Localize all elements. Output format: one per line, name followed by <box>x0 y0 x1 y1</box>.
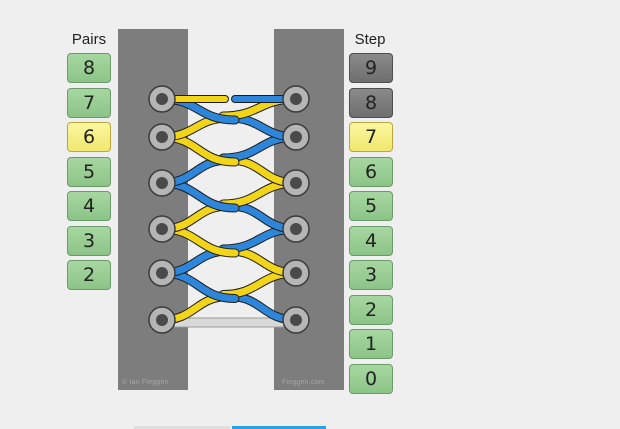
step-button-4[interactable]: 4 <box>349 225 393 256</box>
right-eyelet-hole-3 <box>290 223 302 235</box>
right-eyelet-strip <box>274 29 344 390</box>
pairs-button-2[interactable]: 2 <box>67 260 111 290</box>
left-copyright: © Ian Fieggen <box>122 379 169 386</box>
step-button-9[interactable]: 9 <box>349 53 393 83</box>
right-eyelet-hole-2 <box>290 177 302 189</box>
step-button-5[interactable]: 5 <box>349 191 393 221</box>
right-eyelet-hole-0 <box>290 93 302 105</box>
bottom-tab-left[interactable] <box>134 426 230 429</box>
step-button-8[interactable]: 8 <box>349 87 393 118</box>
left-eyelet-hole-3 <box>156 223 168 235</box>
step-button-1[interactable]: 1 <box>349 329 393 359</box>
left-eyelet-hole-2 <box>156 177 168 189</box>
right-eyelet-hole-1 <box>290 131 302 143</box>
pairs-button-3[interactable]: 3 <box>67 225 111 256</box>
step-button-7[interactable]: 7 <box>349 122 393 152</box>
step-button-6[interactable]: 6 <box>349 156 393 187</box>
step-button-2[interactable]: 2 <box>349 294 393 325</box>
left-eyelet-hole-0 <box>156 93 168 105</box>
pairs-button-6[interactable]: 6 <box>67 122 111 152</box>
left-eyelet-hole-5 <box>156 314 168 326</box>
step-button-0[interactable]: 0 <box>349 363 393 394</box>
pairs-button-4[interactable]: 4 <box>67 191 111 221</box>
left-eyelet-hole-1 <box>156 131 168 143</box>
right-eyelet-hole-4 <box>290 267 302 279</box>
pairs-button-8[interactable]: 8 <box>67 53 111 83</box>
step-title: Step <box>354 31 386 48</box>
pairs-button-7[interactable]: 7 <box>67 87 111 118</box>
step-button-3[interactable]: 3 <box>349 260 393 290</box>
left-eyelet-hole-4 <box>156 267 168 279</box>
pairs-title: Pairs <box>71 31 107 48</box>
bottom-tab-active[interactable] <box>232 426 326 429</box>
right-copyright: Fieggen.com <box>282 379 325 386</box>
right-eyelet-hole-5 <box>290 314 302 326</box>
pairs-button-5[interactable]: 5 <box>67 156 111 187</box>
